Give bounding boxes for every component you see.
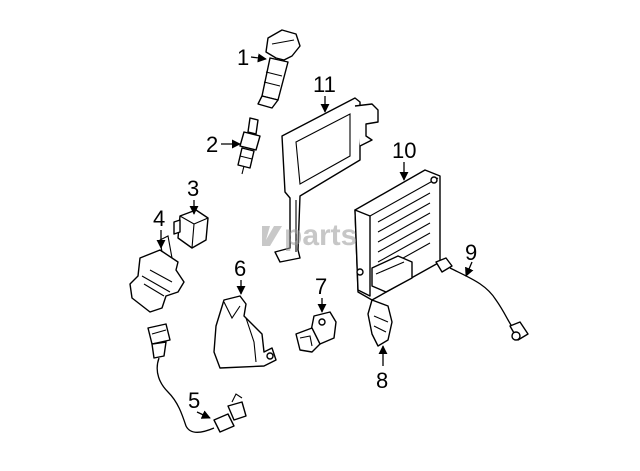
callout-2: 2 bbox=[206, 132, 218, 157]
ignition-coil bbox=[257, 29, 301, 109]
bracket bbox=[129, 235, 185, 313]
callout-4: 4 bbox=[153, 206, 165, 231]
callout-7: 7 bbox=[315, 274, 327, 299]
callout-1: 1 bbox=[237, 45, 249, 70]
callout-leaders bbox=[156, 53, 474, 419]
spark-plug bbox=[237, 117, 261, 175]
callout-labels: 1 2 3 4 5 6 7 8 9 10 11 bbox=[153, 45, 477, 413]
leader-5 bbox=[196, 410, 211, 419]
leader-9 bbox=[465, 261, 474, 277]
callout-5: 5 bbox=[188, 388, 200, 413]
callout-10: 10 bbox=[392, 138, 416, 163]
callout-6: 6 bbox=[234, 256, 246, 281]
engine-control-module bbox=[354, 169, 441, 301]
leader-1 bbox=[250, 53, 267, 63]
callout-11: 11 bbox=[313, 72, 336, 97]
watermark-logo-icon bbox=[262, 226, 282, 246]
bracket-small bbox=[367, 299, 393, 347]
relay bbox=[173, 209, 209, 249]
sensor-harness bbox=[147, 323, 247, 433]
callout-3: 3 bbox=[187, 176, 199, 201]
callout-8: 8 bbox=[376, 368, 388, 393]
ecm-mounting-bracket bbox=[274, 97, 379, 263]
cover bbox=[213, 295, 277, 369]
watermark: parts bbox=[262, 219, 357, 252]
oxygen-sensor bbox=[435, 257, 529, 341]
callout-9: 9 bbox=[465, 240, 477, 265]
sensor bbox=[295, 311, 337, 353]
watermark-text: parts bbox=[284, 219, 357, 252]
